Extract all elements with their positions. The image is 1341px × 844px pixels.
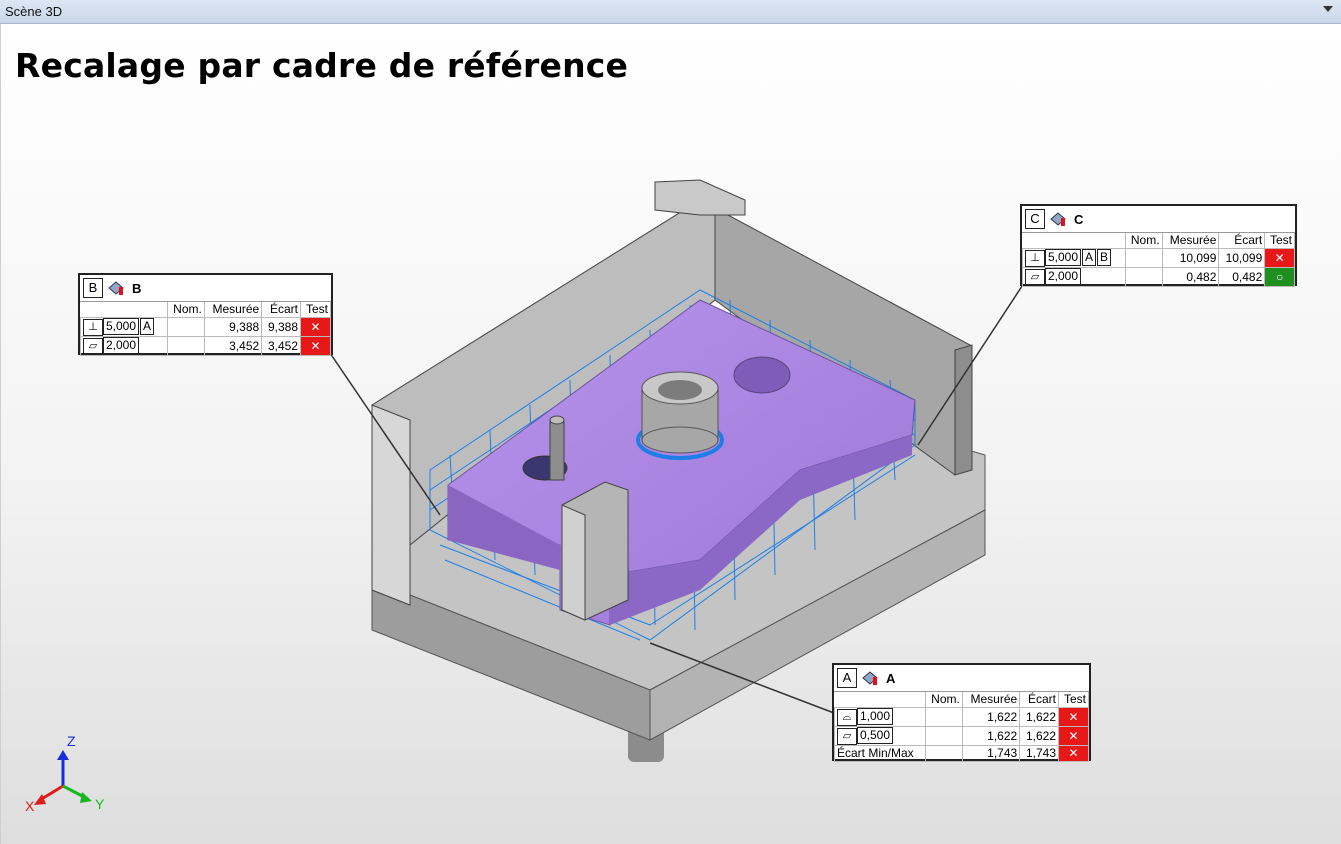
page-title: Recalage par cadre de référence	[15, 46, 629, 85]
fail-icon: ✕	[1058, 707, 1089, 727]
leader-lines	[329, 282, 1025, 714]
axis-triad	[34, 750, 92, 805]
datum-letter-box: C	[1025, 209, 1045, 229]
locating-pin	[522, 415, 568, 481]
fail-icon: ✕	[300, 336, 331, 356]
datum-letter-box: A	[837, 668, 857, 688]
fail-icon: ✕	[1058, 745, 1089, 762]
feature-name: A	[886, 671, 896, 686]
fail-icon: ✕	[1058, 726, 1089, 746]
pass-icon: ○	[1264, 267, 1295, 287]
feature-name: B	[132, 281, 142, 296]
window-title: Scène 3D	[5, 4, 63, 19]
feature-icon	[108, 281, 124, 295]
datum-letter-box: B	[83, 278, 103, 298]
fail-icon: ✕	[300, 317, 331, 337]
axis-x-label: X	[25, 798, 35, 814]
feature-name: C	[1074, 212, 1084, 227]
feature-icon	[862, 671, 878, 685]
clamp-block	[561, 481, 629, 621]
cylinder-boss	[636, 371, 724, 460]
feature-icon	[1050, 212, 1066, 226]
axis-y-label: Y	[95, 796, 105, 812]
chevron-down-icon[interactable]	[1323, 6, 1333, 12]
fail-icon: ✕	[1264, 248, 1295, 268]
title-bar: Scène 3D	[0, 0, 1341, 24]
axis-z-label: Z	[67, 733, 76, 749]
